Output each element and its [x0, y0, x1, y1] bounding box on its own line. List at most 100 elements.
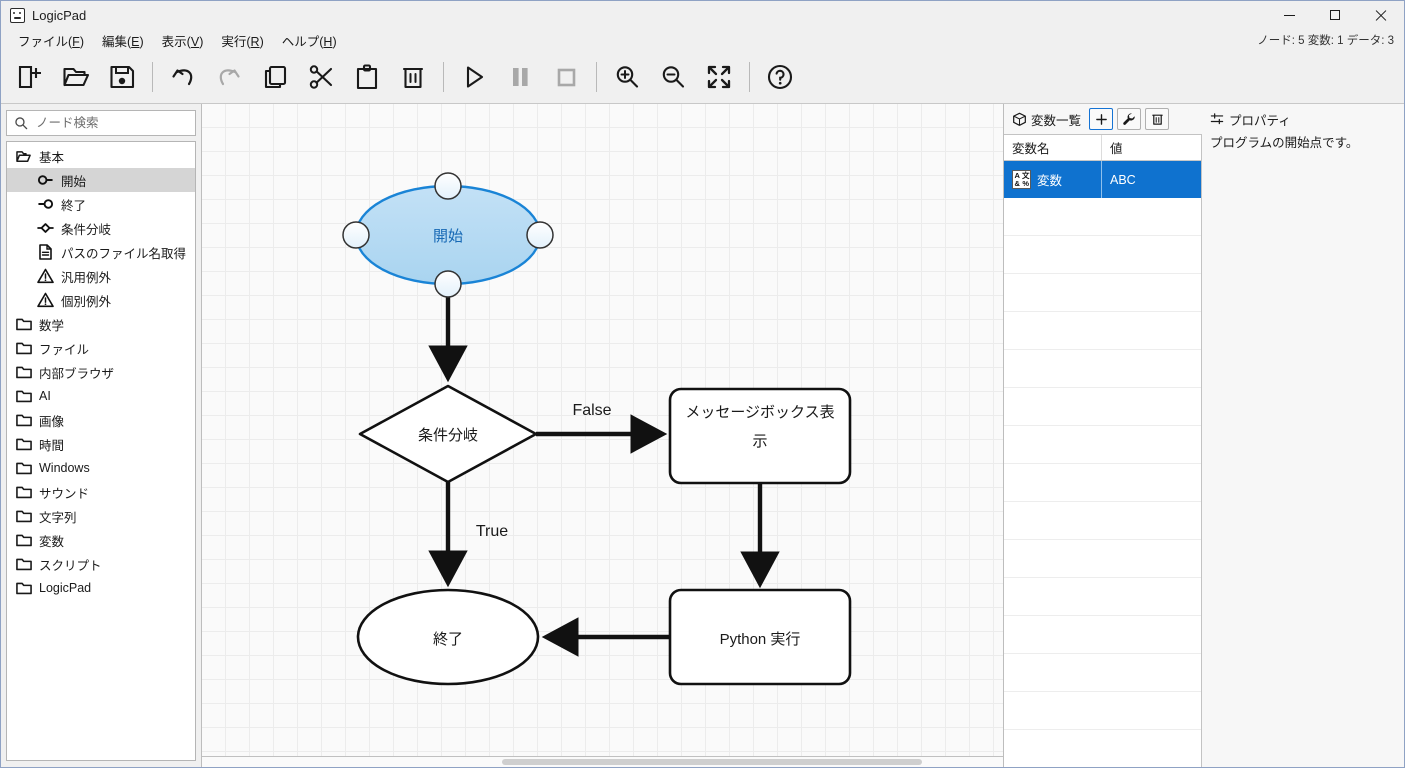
folder-icon — [15, 508, 32, 525]
cut-button[interactable] — [298, 55, 344, 99]
document-icon — [37, 244, 54, 261]
zoom-in-button[interactable] — [604, 55, 650, 99]
table-row-empty[interactable] — [1004, 388, 1201, 426]
new-file-button[interactable] — [7, 55, 53, 99]
tree-group-kihon[interactable]: 基本 — [7, 144, 195, 168]
help-button[interactable] — [757, 55, 803, 99]
menu-run[interactable]: 実行(R) — [221, 34, 264, 49]
sidebar-item-specific-exception[interactable]: 個別例外 — [7, 288, 195, 312]
folder-icon — [15, 532, 32, 549]
edit-variable-button[interactable] — [1117, 108, 1142, 130]
sidebar-item-generic-exception[interactable]: 汎用例外 — [7, 264, 195, 288]
paste-button[interactable] — [344, 55, 390, 99]
table-row-empty[interactable] — [1004, 730, 1201, 767]
edge-label-false: False — [572, 402, 611, 419]
save-button[interactable] — [99, 55, 145, 99]
zoom-out-button[interactable] — [650, 55, 696, 99]
table-row-empty[interactable] — [1004, 198, 1201, 236]
delete-variable-button[interactable] — [1145, 108, 1170, 130]
sidebar-item-time[interactable]: 時間 — [7, 432, 195, 456]
tree-item-label: 文字列 — [39, 510, 77, 525]
table-row-empty[interactable] — [1004, 692, 1201, 730]
node-end[interactable]: 終了 — [356, 588, 540, 686]
node-messagebox[interactable]: メッセージボックス表 示 — [668, 387, 852, 485]
node-handle-left[interactable] — [342, 221, 370, 249]
table-row-empty[interactable] — [1004, 578, 1201, 616]
close-button[interactable] — [1358, 1, 1404, 29]
flowchart-svg: False True 開始 条件分岐 — [342, 172, 852, 686]
sidebar-item-math[interactable]: 数学 — [7, 312, 195, 336]
table-row-empty[interactable] — [1004, 236, 1201, 274]
table-row-empty[interactable] — [1004, 464, 1201, 502]
flowchart-canvas[interactable]: False True 開始 条件分岐 — [201, 104, 1004, 767]
sidebar-item-logicpad[interactable]: LogicPad — [7, 576, 195, 600]
table-row-empty[interactable] — [1004, 502, 1201, 540]
run-button[interactable] — [451, 55, 497, 99]
pause-icon — [513, 68, 528, 86]
trash-icon — [1151, 114, 1163, 125]
column-header-name: 変数名 — [1004, 135, 1102, 160]
redo-icon — [219, 69, 240, 86]
copy-button[interactable] — [252, 55, 298, 99]
plus-icon — [1095, 113, 1107, 125]
sidebar-item-internal-browser[interactable]: 内部ブラウザ — [7, 360, 195, 384]
node-python[interactable]: Python 実行 — [668, 588, 852, 686]
table-row-empty[interactable] — [1004, 274, 1201, 312]
search-input[interactable] — [34, 115, 188, 131]
minimize-button[interactable] — [1266, 1, 1312, 29]
menu-file[interactable]: ファイル(F) — [18, 34, 84, 49]
canvas-horizontal-scrollbar[interactable] — [202, 756, 1003, 767]
menu-edit[interactable]: 編集(E) — [101, 34, 144, 49]
sidebar-item-variable[interactable]: 変数 — [7, 528, 195, 552]
sidebar-item-end[interactable]: 終了 — [7, 192, 195, 216]
undo-button[interactable] — [160, 55, 206, 99]
table-row-empty[interactable] — [1004, 312, 1201, 350]
node-start[interactable]: 開始 — [342, 172, 554, 298]
node-tree-container[interactable]: 基本 開始 — [6, 141, 196, 761]
window-controls — [1266, 1, 1404, 29]
delete-button[interactable] — [390, 55, 436, 99]
wrench-icon — [1123, 113, 1135, 125]
sidebar-item-start[interactable]: 開始 — [7, 168, 195, 192]
table-row-empty[interactable] — [1004, 616, 1201, 654]
sidebar-item-windows[interactable]: Windows — [7, 456, 195, 480]
tree-item-label: 汎用例外 — [61, 270, 112, 285]
add-variable-button[interactable] — [1089, 108, 1114, 130]
table-row-empty[interactable] — [1004, 350, 1201, 388]
table-row-empty[interactable] — [1004, 654, 1201, 692]
table-row[interactable]: A 文 & % 変数 ABC — [1004, 161, 1201, 198]
copy-icon — [264, 65, 287, 89]
maximize-button[interactable] — [1312, 1, 1358, 29]
fit-screen-button[interactable] — [696, 55, 742, 99]
table-row-empty[interactable] — [1004, 426, 1201, 464]
minimize-icon — [1283, 14, 1295, 16]
menu-view[interactable]: 表示(V) — [161, 34, 204, 49]
search-box[interactable] — [6, 110, 196, 136]
stop-icon — [557, 68, 576, 87]
sidebar-item-file[interactable]: ファイル — [7, 336, 195, 360]
properties-panel: プロパティ プログラムの開始点です。 — [1202, 104, 1404, 767]
fit-screen-icon — [707, 65, 731, 89]
menu-help[interactable]: ヘルプ(H) — [281, 34, 337, 49]
node-handle-right[interactable] — [526, 221, 554, 249]
node-library-panel: 基本 開始 — [1, 104, 201, 767]
sidebar-item-sound[interactable]: サウンド — [7, 480, 195, 504]
open-file-button[interactable] — [53, 55, 99, 99]
trash-icon — [402, 67, 424, 89]
sidebar-item-ai[interactable]: AI — [7, 384, 195, 408]
sidebar-item-get-filename[interactable]: パスのファイル名取得 — [7, 240, 195, 264]
sidebar-item-branch[interactable]: 条件分岐 — [7, 216, 195, 240]
folder-icon — [15, 556, 32, 573]
maximize-icon — [1330, 10, 1340, 20]
node-branch[interactable]: 条件分岐 — [358, 384, 538, 484]
canvas-scroll-thumb[interactable] — [502, 759, 922, 765]
table-row-empty[interactable] — [1004, 540, 1201, 578]
node-handle-top[interactable] — [434, 172, 462, 200]
sidebar-item-script[interactable]: スクリプト — [7, 552, 195, 576]
window-title: LogicPad — [32, 7, 87, 23]
edge-label-true: True — [476, 523, 508, 540]
sidebar-item-string[interactable]: 文字列 — [7, 504, 195, 528]
variables-table[interactable]: 変数名 値 A 文 & % 変数 — [1004, 134, 1202, 767]
node-handle-bottom[interactable] — [434, 270, 462, 298]
sidebar-item-image[interactable]: 画像 — [7, 408, 195, 432]
